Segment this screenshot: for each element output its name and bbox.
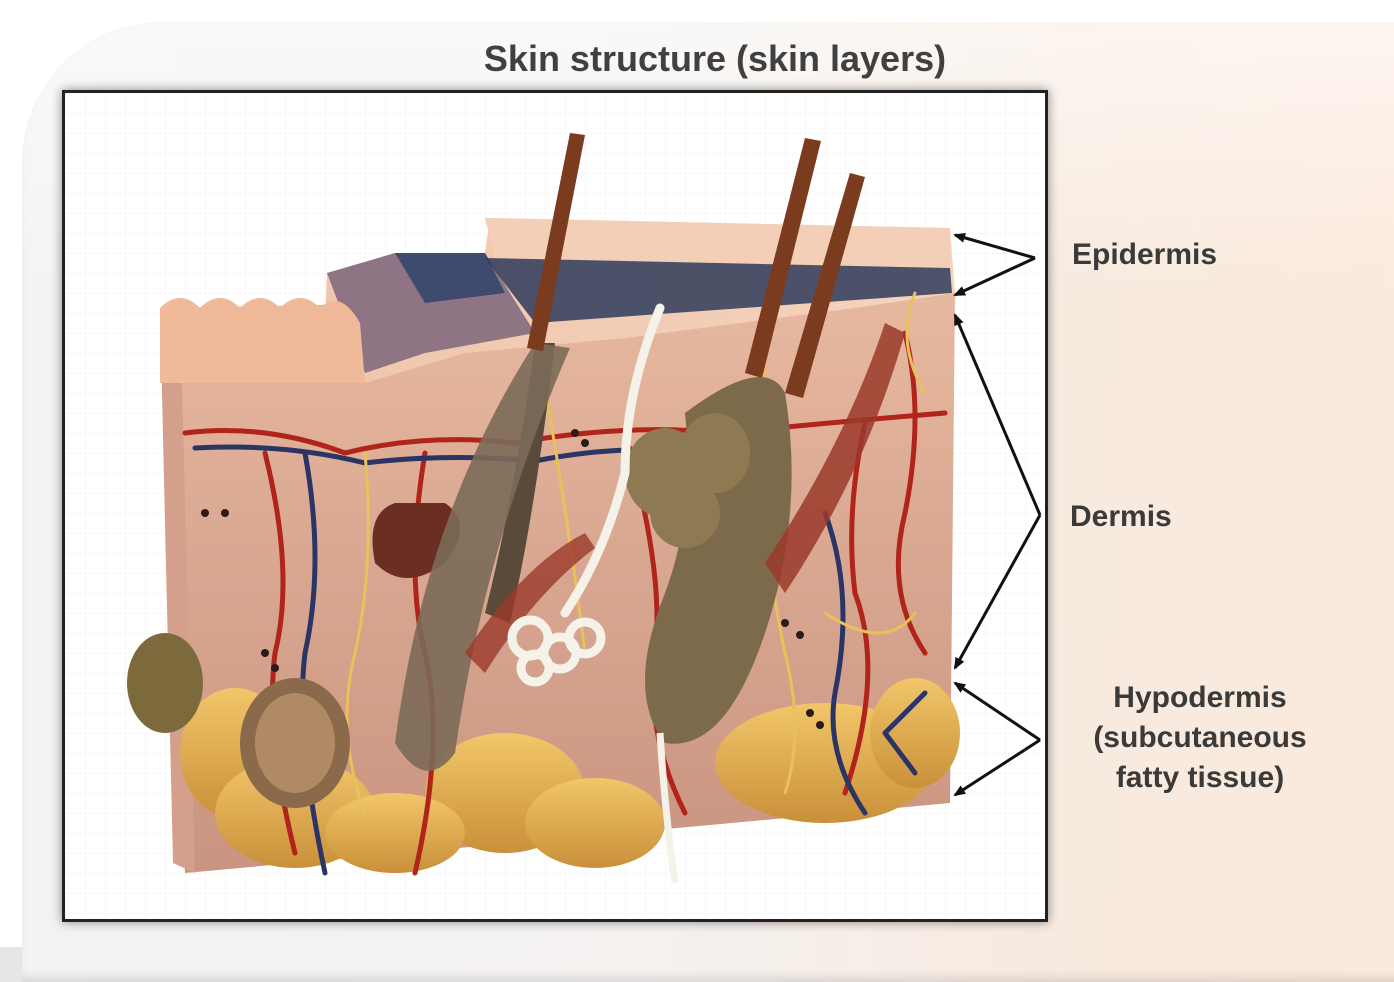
label-arrows (0, 0, 1394, 947)
dermis-arrow-top (955, 315, 1040, 515)
label-epidermis: Epidermis (1072, 235, 1217, 275)
label-hypodermis-line3: fatty tissue) (1050, 758, 1350, 798)
label-dermis: Dermis (1070, 497, 1172, 537)
hypodermis-arrow-bottom (955, 740, 1040, 795)
dermis-arrow-bottom (955, 515, 1040, 668)
epidermis-arrow-bottom (955, 258, 1035, 295)
label-hypodermis-line1: Hypodermis (1050, 678, 1350, 718)
label-hypodermis: Hypodermis (subcutaneous fatty tissue) (1050, 678, 1350, 798)
label-hypodermis-line2: (subcutaneous (1050, 718, 1350, 758)
hypodermis-arrow-top (955, 683, 1040, 740)
epidermis-arrow-top (955, 235, 1035, 258)
